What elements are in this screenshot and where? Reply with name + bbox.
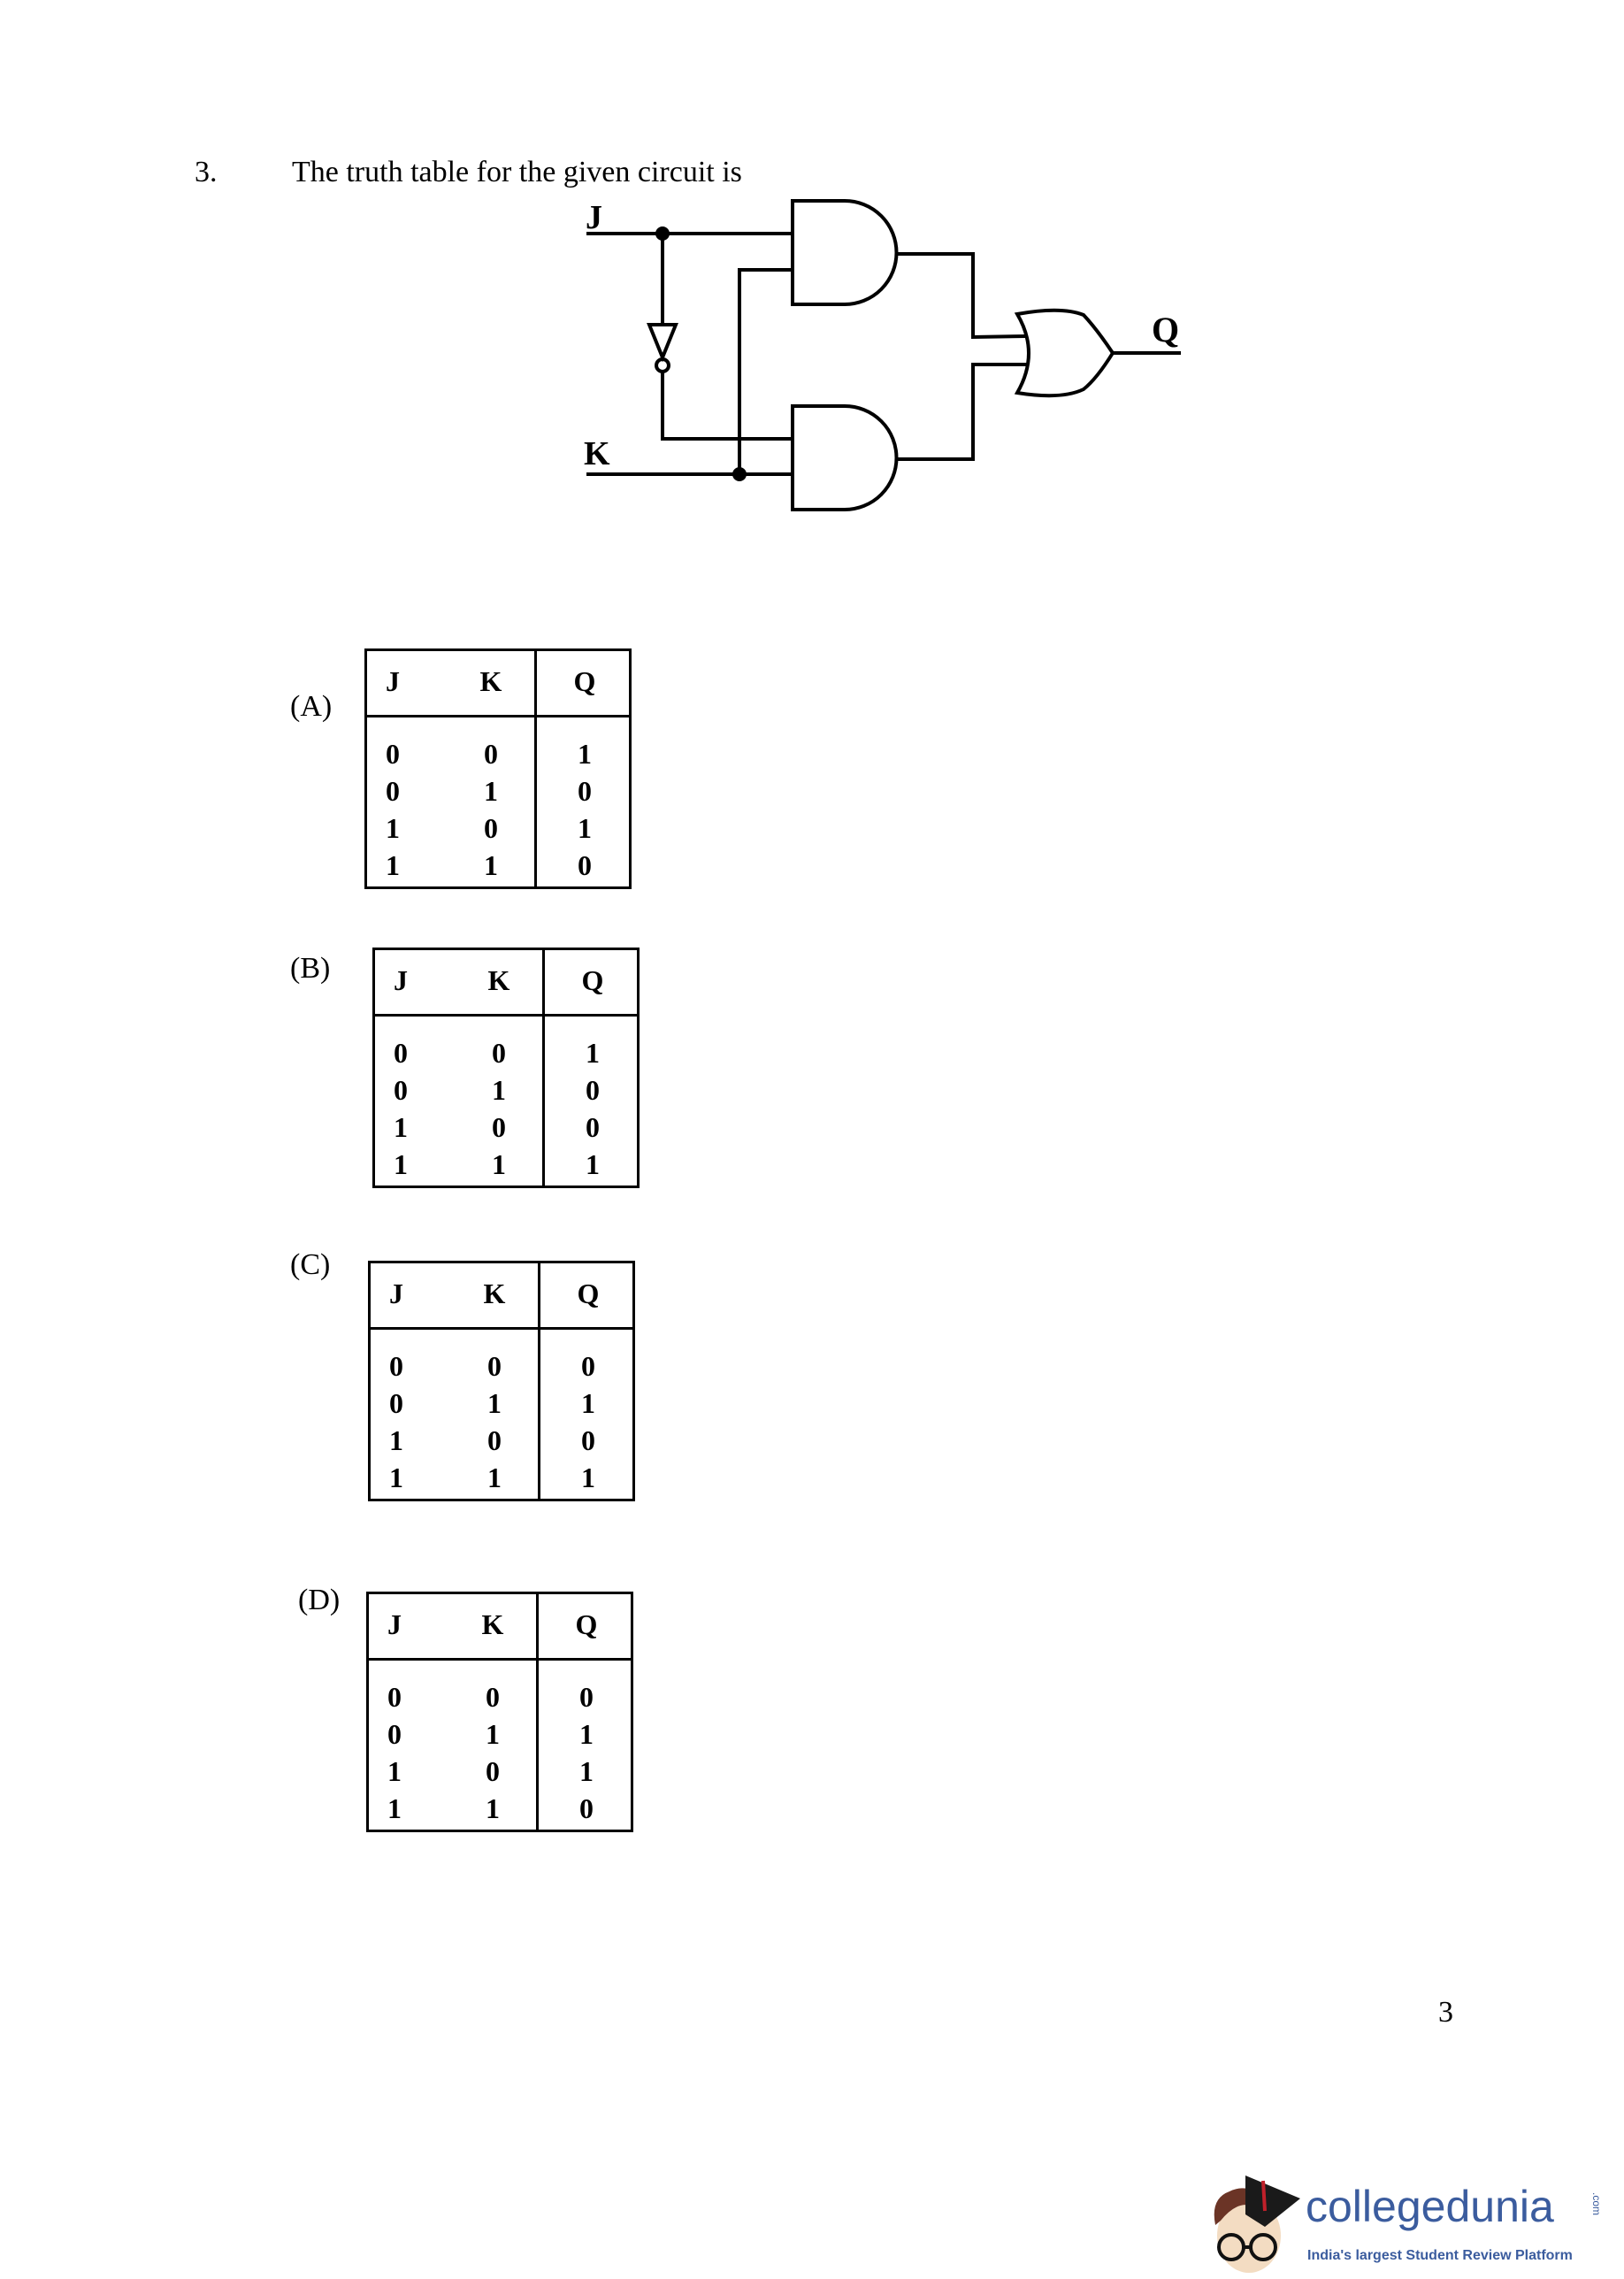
table-cell: 1 [579, 1718, 594, 1750]
collegedunia-mascot-icon [1214, 2175, 1300, 2273]
label-k: K [584, 435, 610, 472]
table-cell: 1 [487, 1387, 502, 1419]
wire-not-j [661, 372, 793, 441]
table-cell: 1 [487, 1462, 502, 1493]
table-cell: 0 [394, 1037, 408, 1069]
header-divider [375, 1014, 637, 1017]
table-header-cell: J [394, 964, 408, 996]
wire-k-to-and1 [738, 268, 793, 474]
table-header-cell: K [479, 665, 502, 697]
table-cell: 0 [484, 738, 498, 770]
table-cell: 1 [484, 849, 498, 881]
table-cell: 1 [387, 1792, 402, 1824]
table-cell: 1 [578, 812, 592, 844]
output-column-divider [534, 651, 537, 886]
table-cell: 1 [581, 1387, 595, 1419]
table-header-cell: K [487, 964, 510, 996]
table-cell: 0 [486, 1755, 500, 1787]
wire-and2-out [896, 363, 1028, 461]
table-cell: 0 [486, 1681, 500, 1713]
table-cell: 0 [579, 1792, 594, 1824]
table-cell: 0 [581, 1424, 595, 1456]
table-cell: 0 [586, 1074, 600, 1106]
table-cell: 0 [387, 1718, 402, 1750]
table-cell: 1 [586, 1148, 600, 1180]
table-cell: 0 [492, 1111, 506, 1143]
option-b-truth-table: J K Q 0 0 1 0 1 0 1 0 0 1 1 1 [372, 948, 640, 1188]
table-header-cell: Q [575, 1608, 598, 1640]
table-cell: 0 [394, 1074, 408, 1106]
table-cell: 1 [389, 1424, 403, 1456]
output-column-divider [538, 1263, 540, 1499]
or-gate-icon [1014, 308, 1115, 398]
table-header-cell: J [389, 1278, 403, 1309]
output-column-divider [536, 1594, 539, 1830]
table-header-cell: Q [581, 964, 604, 996]
header-divider [369, 1658, 631, 1661]
label-j: J [586, 199, 602, 236]
table-cell: 1 [486, 1792, 500, 1824]
table-cell: 1 [387, 1755, 402, 1787]
table-cell: 1 [386, 812, 400, 844]
logo-tagline: India's largest Student Review Platform [1307, 2248, 1573, 2263]
header-divider [367, 715, 629, 717]
option-a-truth-table: J K Q 0 0 1 0 1 0 1 0 1 1 1 0 [364, 648, 632, 889]
table-cell: 1 [581, 1462, 595, 1493]
option-a-label[interactable]: (A) [290, 690, 333, 723]
table-cell: 0 [578, 849, 592, 881]
table-header-cell: Q [577, 1278, 600, 1309]
logo-wordmark: collegedunia [1306, 2182, 1554, 2231]
wire-and1-out [896, 252, 1027, 340]
table-header-cell: J [387, 1608, 402, 1640]
and-gate-2-icon [791, 404, 899, 511]
table-cell: 0 [579, 1681, 594, 1713]
table-header-cell: K [483, 1278, 506, 1309]
table-cell: 0 [487, 1424, 502, 1456]
table-cell: 1 [579, 1755, 594, 1787]
table-cell: 1 [394, 1148, 408, 1180]
option-c-truth-table: J K Q 0 0 0 0 1 1 1 0 0 1 1 1 [368, 1261, 635, 1501]
table-cell: 1 [486, 1718, 500, 1750]
option-d-label[interactable]: (D) [298, 1584, 341, 1616]
logic-circuit-diagram: J K Q [584, 199, 1181, 511]
table-cell: 0 [484, 812, 498, 844]
table-cell: 0 [389, 1350, 403, 1382]
header-divider [371, 1327, 632, 1330]
table-cell: 1 [492, 1074, 506, 1106]
option-b-label[interactable]: (B) [290, 952, 331, 985]
label-q: Q [1152, 310, 1179, 349]
table-cell: 1 [492, 1148, 506, 1180]
table-header-cell: K [481, 1608, 504, 1640]
question-text: The truth table for the given circuit is [292, 156, 742, 188]
table-cell: 0 [578, 775, 592, 807]
table-cell: 0 [586, 1111, 600, 1143]
not-gate-icon [647, 323, 678, 363]
question-number: 3. [195, 156, 218, 188]
table-cell: 0 [386, 738, 400, 770]
table-cell: 0 [389, 1387, 403, 1419]
and-gate-1-icon [791, 199, 899, 306]
table-cell: 1 [484, 775, 498, 807]
table-cell: 1 [389, 1462, 403, 1493]
option-d-truth-table: J K Q 0 0 0 0 1 1 1 0 1 1 1 0 [366, 1592, 633, 1832]
table-cell: 0 [581, 1350, 595, 1382]
table-cell: 0 [487, 1350, 502, 1382]
option-c-label[interactable]: (C) [290, 1248, 331, 1281]
page-number: 3 [1438, 1996, 1453, 2029]
table-cell: 1 [386, 849, 400, 881]
logo-suffix: .com [1590, 2192, 1603, 2216]
table-cell: 1 [578, 738, 592, 770]
table-header-cell: J [386, 665, 400, 697]
table-header-cell: Q [573, 665, 596, 697]
table-cell: 1 [586, 1037, 600, 1069]
table-cell: 0 [492, 1037, 506, 1069]
table-cell: 0 [386, 775, 400, 807]
output-column-divider [542, 950, 545, 1186]
table-cell: 0 [387, 1681, 402, 1713]
table-cell: 1 [394, 1111, 408, 1143]
